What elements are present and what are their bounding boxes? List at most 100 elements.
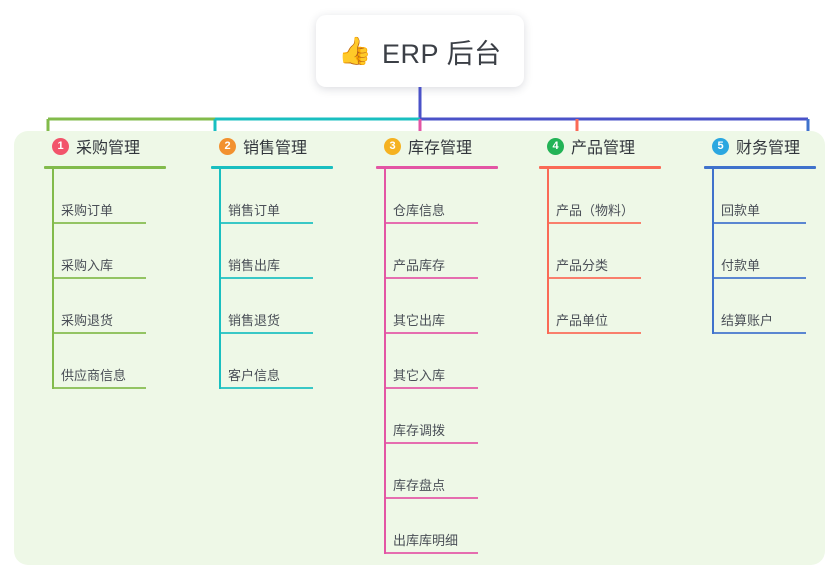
column-header-rule xyxy=(376,166,498,169)
menu-item[interactable]: 产品（物料） xyxy=(525,169,685,224)
column-items: 回款单付款单结算账户 xyxy=(690,169,839,334)
menu-item-label: 销售出库 xyxy=(228,258,281,273)
column-header[interactable]: 3 库存管理 xyxy=(362,131,522,161)
menu-item[interactable]: 销售出库 xyxy=(197,224,357,279)
menu-item-label: 客户信息 xyxy=(228,368,281,383)
menu-item-label: 产品（物料） xyxy=(556,203,635,218)
menu-item-label: 采购退货 xyxy=(61,313,114,328)
menu-item[interactable]: 采购订单 xyxy=(30,169,190,224)
menu-item-label: 回款单 xyxy=(721,203,761,218)
menu-item-label: 其它出库 xyxy=(393,313,446,328)
menu-item[interactable]: 产品库存 xyxy=(362,224,522,279)
column-title: 财务管理 xyxy=(736,140,801,157)
menu-item-label: 供应商信息 xyxy=(61,368,127,383)
menu-item[interactable]: 出库库明细 xyxy=(362,499,522,554)
menu-item[interactable]: 产品单位 xyxy=(525,279,685,334)
menu-item-rule xyxy=(547,332,641,334)
menu-item-rule xyxy=(219,277,313,279)
column-库存管理: 3 库存管理仓库信息产品库存其它出库其它入库库存调拨库存盘点出库库明细 xyxy=(362,131,522,554)
column-spine xyxy=(52,169,54,389)
column-header[interactable]: 5 财务管理 xyxy=(690,131,839,161)
column-number-badge: 1 xyxy=(52,137,69,155)
menu-item-label: 库存盘点 xyxy=(393,478,446,493)
menu-item-rule xyxy=(219,332,313,334)
column-spine xyxy=(384,169,386,554)
menu-item-rule xyxy=(384,332,478,334)
menu-item-rule xyxy=(712,332,806,334)
menu-item-label: 付款单 xyxy=(721,258,761,273)
menu-item[interactable]: 销售退货 xyxy=(197,279,357,334)
menu-item[interactable]: 客户信息 xyxy=(197,334,357,389)
column-items: 采购订单采购入库采购退货供应商信息 xyxy=(30,169,190,389)
menu-item-rule xyxy=(219,222,313,224)
menu-item[interactable]: 其它出库 xyxy=(362,279,522,334)
root-node-title: ERP 后台 xyxy=(382,38,502,69)
menu-item[interactable]: 回款单 xyxy=(690,169,839,224)
menu-item[interactable]: 销售订单 xyxy=(197,169,357,224)
column-采购管理: 1 采购管理采购订单采购入库采购退货供应商信息 xyxy=(30,131,190,389)
column-number-badge: 5 xyxy=(712,137,729,155)
menu-item[interactable]: 库存调拨 xyxy=(362,389,522,444)
menu-item-rule xyxy=(547,222,641,224)
menu-item[interactable]: 仓库信息 xyxy=(362,169,522,224)
menu-item[interactable]: 采购退货 xyxy=(30,279,190,334)
column-spine xyxy=(219,169,221,389)
column-header[interactable]: 4 产品管理 xyxy=(525,131,685,161)
column-spine xyxy=(547,169,549,334)
menu-item-rule xyxy=(384,497,478,499)
menu-item-rule xyxy=(384,277,478,279)
menu-item-rule xyxy=(52,222,146,224)
column-header-rule xyxy=(704,166,816,169)
column-产品管理: 4 产品管理产品（物料） 产品分类产品单位 xyxy=(525,131,685,334)
menu-item-label: 仓库信息 xyxy=(393,203,446,218)
menu-item[interactable]: 产品分类 xyxy=(525,224,685,279)
column-title: 库存管理 xyxy=(408,140,473,157)
menu-item[interactable]: 结算账户 xyxy=(690,279,839,334)
menu-item-label: 其它入库 xyxy=(393,368,446,383)
menu-item[interactable]: 采购入库 xyxy=(30,224,190,279)
thumbs-up-icon: 👍 xyxy=(338,35,373,66)
column-number-badge: 4 xyxy=(547,137,564,155)
menu-item-label: 产品库存 xyxy=(393,258,446,273)
root-node-card[interactable]: 👍 ERP 后台 xyxy=(316,15,524,87)
menu-item-rule xyxy=(52,387,146,389)
menu-item[interactable]: 库存盘点 xyxy=(362,444,522,499)
column-header-rule xyxy=(211,166,333,169)
menu-item-rule xyxy=(712,222,806,224)
menu-item-label: 产品分类 xyxy=(556,258,609,273)
column-items: 仓库信息产品库存其它出库其它入库库存调拨库存盘点出库库明细 xyxy=(362,169,522,554)
menu-item[interactable]: 付款单 xyxy=(690,224,839,279)
menu-item-rule xyxy=(547,277,641,279)
menu-item-rule xyxy=(384,222,478,224)
menu-item-label: 库存调拨 xyxy=(393,423,446,438)
column-header-rule xyxy=(539,166,661,169)
menu-item-rule xyxy=(384,387,478,389)
menu-item-label: 采购订单 xyxy=(61,203,114,218)
column-title: 采购管理 xyxy=(76,140,141,157)
column-spine xyxy=(712,169,714,334)
menu-item-label: 销售退货 xyxy=(228,313,281,328)
column-财务管理: 5 财务管理回款单付款单结算账户 xyxy=(690,131,839,334)
menu-item-rule xyxy=(712,277,806,279)
menu-item-label: 产品单位 xyxy=(556,313,609,328)
menu-item[interactable]: 供应商信息 xyxy=(30,334,190,389)
menu-item-rule xyxy=(384,552,478,554)
menu-item-label: 出库库明细 xyxy=(393,533,459,548)
menu-item[interactable]: 其它入库 xyxy=(362,334,522,389)
column-title: 产品管理 xyxy=(571,140,636,157)
column-title: 销售管理 xyxy=(243,140,308,157)
menu-item-label: 采购入库 xyxy=(61,258,114,273)
column-number-badge: 3 xyxy=(384,137,401,155)
column-items: 销售订单销售出库销售退货客户信息 xyxy=(197,169,357,389)
menu-item-rule xyxy=(52,332,146,334)
menu-item-label: 销售订单 xyxy=(228,203,281,218)
column-header[interactable]: 1 采购管理 xyxy=(30,131,190,161)
menu-item-rule xyxy=(219,387,313,389)
columns-panel xyxy=(14,131,825,565)
column-header-rule xyxy=(44,166,166,169)
menu-item-label: 结算账户 xyxy=(721,313,774,328)
menu-item-rule xyxy=(384,442,478,444)
